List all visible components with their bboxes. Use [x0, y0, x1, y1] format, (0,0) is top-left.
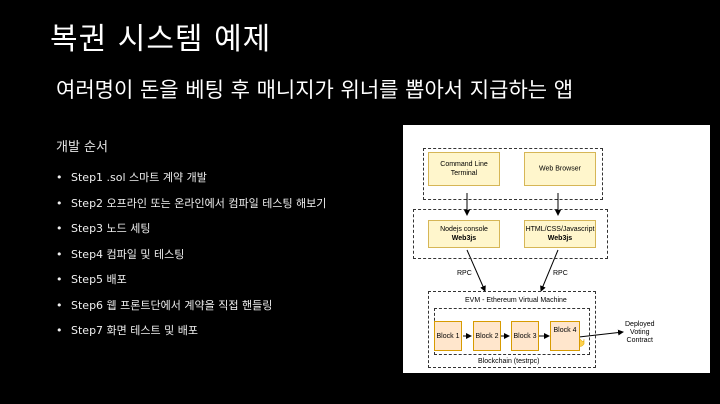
nodejs-box: Nodejs console Web3js: [428, 220, 500, 248]
rpc-right-label: RPC: [553, 270, 568, 277]
step-label: Step1 .sol 스마트 계약 개발: [71, 171, 207, 184]
steps-list: • Step1 .sol 스마트 계약 개발 • Step2 오프라인 또는 온라인…: [56, 172, 326, 351]
bullet-icon: •: [56, 298, 63, 312]
html-label: HTML/CSS/Javascript: [525, 226, 595, 233]
slide-subtitle: 여러명이 돈을 베팅 후 매니지가 위너를 뽑아서 지급하는 앱: [56, 78, 574, 102]
connector-arrow: [578, 329, 624, 338]
bullet-icon: •: [56, 273, 63, 286]
list-item: • Step5 배포: [56, 274, 326, 300]
block-3: Block 3: [511, 321, 539, 351]
block-1: Block 1: [434, 321, 462, 351]
section-title: 개발 순서: [56, 140, 108, 155]
step-label: Step6 웹 프론트단에서 계약을 직접 핸들링: [71, 298, 273, 312]
bullet-icon: •: [56, 171, 63, 184]
list-item: • Step1 .sol 스마트 계약 개발: [56, 172, 326, 198]
connector-arrow: [466, 249, 486, 292]
list-item: • Step4 컴파일 및 테스팅: [56, 247, 326, 275]
list-item: • Step2 오프라인 또는 온라인에서 컴파일 테스팅 해보기: [56, 196, 327, 224]
nodejs-text: Nodejs console Web3js: [429, 225, 499, 243]
block-2: Block 2: [473, 321, 501, 351]
client-group: [423, 148, 603, 200]
connector-arrow: [540, 249, 559, 292]
html-text: HTML/CSS/Javascript Web3js: [525, 225, 595, 243]
step-label: Step2 오프라인 또는 온라인에서 컴파일 테스팅 해보기: [71, 196, 327, 210]
web-browser-box: Web Browser: [524, 152, 596, 186]
bullet-icon: •: [56, 247, 63, 261]
list-item: • Step7 화면 테스트 및 배포: [56, 325, 326, 351]
deployed-contract-label: Deployed Voting Contract: [625, 321, 655, 344]
command-line-label: Command Line Terminal: [440, 161, 488, 177]
rpc-left-label: RPC: [457, 270, 472, 277]
list-item: • Step3 노드 세팅: [56, 223, 326, 249]
evm-label: EVM - Ethereum Virtual Machine: [465, 297, 567, 304]
nodejs-label: Nodejs console: [440, 226, 488, 233]
slide-title: 복권 시스템 예제: [50, 22, 272, 57]
web-browser-label: Web Browser: [539, 165, 581, 173]
block-4-label: Block 4: [553, 327, 577, 334]
html-box: HTML/CSS/Javascript Web3js: [524, 220, 596, 248]
nodejs-lib-label: Web3js: [451, 235, 477, 242]
bullet-icon: •: [56, 324, 63, 337]
evm-group: [428, 291, 596, 368]
step-label: Step5 배포: [71, 273, 127, 286]
bullet-icon: •: [56, 196, 63, 210]
web3-group: [413, 209, 608, 259]
step-label: Step3 노드 세팅: [71, 222, 151, 235]
block-4: Block 4: [550, 321, 580, 351]
step-label: Step7 화면 테스트 및 배포: [71, 324, 198, 337]
html-lib-label: Web3js: [547, 235, 573, 242]
command-line-box: Command Line Terminal: [428, 152, 500, 186]
blockchain-label: Blockchain (testrpc): [478, 358, 540, 365]
architecture-diagram: Command Line Terminal Web Browser Nodejs…: [403, 125, 710, 373]
list-item: • Step6 웹 프론트단에서 계약을 직접 핸들링: [56, 298, 326, 326]
step-label: Step4 컴파일 및 테스팅: [71, 247, 185, 261]
bullet-icon: •: [56, 222, 63, 235]
